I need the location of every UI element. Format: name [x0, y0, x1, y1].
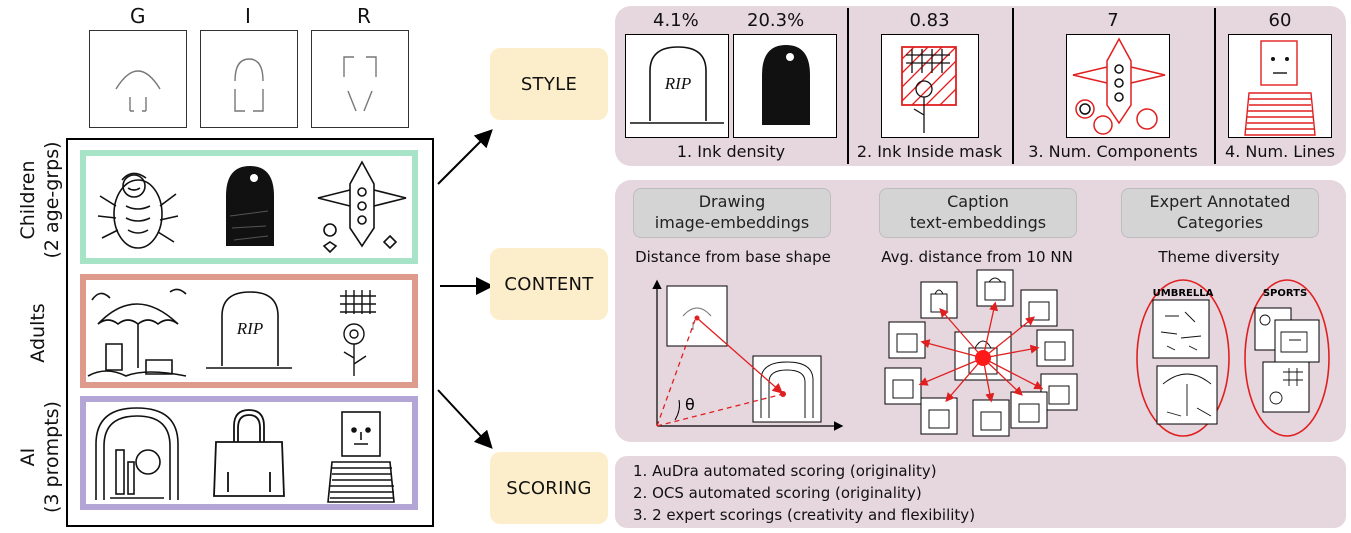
num-components-card: [1066, 34, 1170, 138]
caption-embeddings-caption: Avg. distance from 10 NN: [881, 248, 1073, 266]
drawing-embeddings-caption: Distance from base shape: [635, 248, 831, 266]
adults-drawing-1: [86, 280, 188, 382]
nearest-neighbours-cluster: [884, 269, 1078, 437]
style-panel: 4.1% 20.3% RIP 1. Ink density 0.83 2. In…: [615, 6, 1346, 166]
num-components-label: 3. Num. Components: [1028, 142, 1198, 161]
content-panel: Drawing image-embeddings Distance from b…: [615, 180, 1346, 442]
category-arrows: [437, 129, 494, 449]
scoring-item-3: 3. 2 expert scorings (creativity and fle…: [633, 506, 976, 524]
style-tag: STYLE: [490, 48, 608, 120]
style-tag-label: STYLE: [520, 73, 578, 95]
ink-density-label: 1. Ink density: [676, 142, 786, 161]
ink-inside-mask-value: 0.83: [909, 10, 950, 31]
ink-density-value-b: 20.3%: [747, 10, 805, 31]
row-label-ai-text: AI (3 prompts): [17, 401, 63, 513]
scoring-tag-label: SCORING: [506, 477, 592, 499]
umbrella-cluster-ellipse: [1136, 279, 1230, 437]
ai-drawing-1: [86, 402, 188, 504]
ai-drawing-2: [198, 402, 300, 504]
umbrella-cluster-label: UMBRELLA: [1153, 288, 1214, 299]
scoring-tag: SCORING: [490, 452, 608, 524]
sports-cluster-ellipse: [1244, 279, 1330, 437]
content-tag-label: CONTENT: [504, 273, 594, 295]
sports-cluster-label: SPORTS: [1263, 288, 1307, 299]
ink-inside-mask-card: [881, 34, 979, 138]
base-shape-i: [200, 30, 298, 128]
scoring-panel: 1. AuDra automated scoring (originality)…: [615, 456, 1346, 528]
ink-density-card-a: RIP: [625, 34, 729, 138]
drawing-embeddings-pill-text: Drawing image-embeddings: [654, 192, 810, 232]
plot-angle-label: θ: [685, 395, 695, 414]
ink-density-rip-text: RIP: [664, 74, 691, 93]
num-lines-card: [1228, 34, 1332, 138]
row-label-children-text: Children (2 age-grps): [17, 141, 63, 259]
style-divider-2: [1012, 8, 1014, 164]
row-label-adults-text: Adults: [27, 303, 49, 363]
embedding-distance-plot: θ: [652, 279, 844, 431]
ink-density-value-a: 4.1%: [653, 10, 699, 31]
scoring-item-1: 1. AuDra automated scoring (originality): [633, 462, 937, 480]
children-drawing-3: [310, 156, 412, 258]
children-row: [80, 150, 418, 264]
ai-row: [80, 396, 418, 510]
adults-drawing-3: [310, 280, 412, 382]
base-shape-g: [89, 30, 187, 128]
base-shape-r: [311, 30, 409, 128]
adults-row: RIP: [80, 274, 418, 388]
style-divider-1: [847, 8, 849, 164]
children-drawing-2: [198, 156, 300, 258]
column-header-i: I: [245, 4, 251, 28]
expert-categories-caption: Theme diversity: [1158, 248, 1280, 266]
content-tag: CONTENT: [490, 248, 608, 320]
num-lines-value: 60: [1268, 10, 1292, 31]
adults-drawing-2: RIP: [198, 280, 300, 382]
plot-drawing-card: [752, 355, 822, 423]
drawings-grid: RIP: [66, 138, 434, 527]
row-label-children: Children (2 age-grps): [16, 130, 66, 270]
expert-categories-pill: Expert Annotated Categories: [1121, 188, 1319, 238]
arrow-to-scoring: [437, 389, 493, 449]
ai-drawing-3: [310, 402, 412, 504]
style-divider-3: [1214, 8, 1216, 164]
row-label-ai: AI (3 prompts): [16, 387, 66, 527]
scoring-item-2: 2. OCS automated scoring (originality): [633, 484, 922, 502]
column-header-g: G: [130, 4, 146, 28]
num-lines-label: 4. Num. Lines: [1225, 142, 1335, 161]
expert-categories-pill-text: Expert Annotated Categories: [1149, 192, 1291, 232]
children-drawing-1: [86, 156, 188, 258]
caption-embeddings-pill: Caption text-embeddings: [879, 188, 1077, 238]
num-components-value: 7: [1107, 10, 1119, 31]
adult-rip-text: RIP: [236, 319, 263, 338]
column-header-r: R: [357, 4, 371, 28]
theme-clusters: UMBRELLA SPORTS: [1136, 279, 1330, 437]
ink-density-card-b: [733, 34, 837, 138]
drawing-embeddings-pill: Drawing image-embeddings: [633, 188, 831, 238]
row-label-adults: Adults: [26, 263, 56, 403]
caption-embeddings-pill-text: Caption text-embeddings: [909, 192, 1047, 232]
ink-inside-mask-label: 2. Ink Inside mask: [856, 142, 1003, 161]
arrow-to-style: [437, 129, 493, 185]
